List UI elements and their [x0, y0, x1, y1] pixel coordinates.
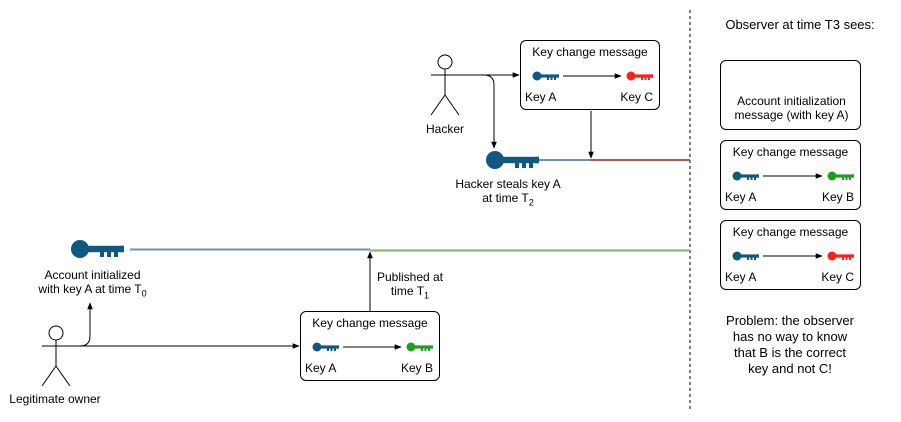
published-label: Published at time T1	[372, 270, 448, 301]
key-b-icon	[406, 342, 433, 352]
observer-key-change-c: Key change message Key A Key C	[720, 220, 861, 290]
owner-label: Legitimate owner	[9, 392, 101, 406]
key-a-icon	[532, 71, 559, 81]
owner-init-arrow	[56, 302, 93, 347]
account-initialized-label: Account initialized with key A at time T…	[15, 268, 170, 299]
observer-b-to: Key B	[821, 190, 854, 204]
key-c-icon	[626, 71, 653, 81]
observer-init-text: Account initialization message (with key…	[721, 94, 862, 122]
hacker-key-change-message: Key change message Key A Key C	[520, 40, 660, 110]
observer-b-arrow	[732, 171, 854, 181]
published-line1: Published at	[376, 270, 444, 284]
problem-line: key and not C!	[748, 361, 832, 376]
problem-line: has no way to know	[732, 329, 848, 344]
key-b-icon	[827, 171, 854, 181]
published-line2: time T1	[390, 284, 430, 301]
account-key-icon	[71, 240, 124, 258]
observer-c-arrow	[732, 251, 854, 261]
observer-c-to: Key C	[821, 270, 854, 284]
observer-b-title: Key change message	[732, 145, 849, 159]
observer-key-change-b: Key change message Key A Key B	[720, 140, 861, 210]
hacker-msg-title: Key change message	[532, 45, 648, 59]
stolen-key-icon	[486, 151, 539, 169]
problem-text: Problem: the observer has no way to know…	[705, 313, 875, 377]
observer-c-from: Key A	[725, 270, 757, 284]
key-a-icon	[732, 171, 759, 181]
key-a-icon	[312, 342, 339, 352]
hacker-steal-arrow	[445, 74, 497, 149]
observer-init-line2: message (with key A)	[734, 108, 849, 122]
owner-msg-title: Key change message	[312, 316, 428, 330]
hacker-steal-line1: Hacker steals key A	[455, 177, 561, 191]
observer-b-from: Key A	[725, 190, 757, 204]
hacker-figure-icon	[430, 54, 460, 116]
key-a-icon	[732, 251, 759, 261]
observer-c-title: Key change message	[732, 225, 849, 239]
account-line1: Account initialized	[44, 268, 141, 282]
owner-msg-to: Key B	[400, 361, 433, 375]
hacker-label: Hacker	[425, 122, 464, 136]
hacker-steal-line2: at time T2	[482, 191, 534, 208]
hacker-msg-to: Key C	[620, 90, 653, 104]
observer-header: Observer at time T3 sees:	[725, 17, 875, 32]
problem-line: Problem: the observer	[726, 313, 854, 328]
owner-figure-icon	[41, 325, 71, 387]
observer-init-card: Account initialization message (with key…	[720, 60, 861, 130]
owner-msg-arrow	[312, 342, 433, 352]
owner-key-change-message: Key change message Key A Key B	[300, 311, 440, 381]
key-c-icon	[827, 251, 854, 261]
account-line2: with key A at time T0	[38, 282, 147, 299]
hacker-msg-arrow	[532, 71, 653, 81]
observer-init-line1: Account initialization	[737, 94, 846, 108]
hacker-msg-from: Key A	[525, 90, 557, 104]
hacker-steal-label: Hacker steals key A at time T2	[438, 177, 578, 208]
problem-line: that B is the correct	[734, 345, 846, 360]
owner-msg-from: Key A	[305, 361, 337, 375]
